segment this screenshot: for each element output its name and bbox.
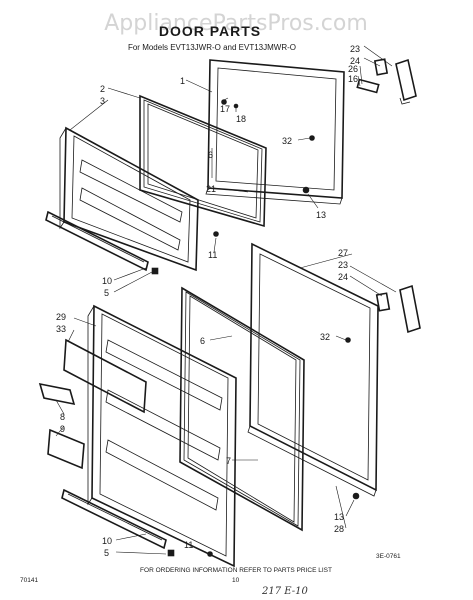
callout-23-bottom: 23 [338,260,348,270]
callout-24-bottom: 24 [338,272,348,282]
callout-16: 16 [348,74,358,84]
callout-1: 1 [180,76,185,86]
callout-7: 7 [226,456,231,466]
page-code-center: 10 [232,577,240,584]
leader-lines [55,45,397,555]
fresh-food-hinge [375,284,421,334]
freezer-door-liner [59,126,199,272]
callout-labels: 1 2 3 17 18 32 6 21 13 11 10 5 23 24 26 … [56,44,360,558]
callout-11-top: 11 [208,250,217,260]
callout-33: 33 [56,324,66,334]
freezer-door-outer-panel [205,59,345,205]
fresh-food-shelf-rail [61,488,167,550]
watermark: AppliancePartsPros.com [104,11,368,36]
screw-11-bottom [207,551,213,557]
bushing-13-bottom [352,492,360,500]
screw-17 [221,99,227,105]
diagram-code: 3E-0761 [376,553,401,560]
diagram-title: DOOR PARTS [159,23,261,39]
callout-29: 29 [56,312,66,322]
clip-5-bottom [167,549,175,557]
clip-5-top [151,267,159,275]
callout-27: 27 [338,248,348,258]
callout-5-top: 5 [104,288,109,298]
callout-10-top: 10 [102,276,112,286]
callout-17: 17 [220,104,230,114]
freezer-handle-cap [356,78,380,94]
dairy-door [63,338,147,414]
freezer-hinge [373,58,417,105]
callout-18: 18 [236,114,246,124]
freezer-door-gasket [139,94,267,228]
handwritten-note: 217 E-10 [261,586,308,597]
callout-28: 28 [334,524,344,534]
callout-10-bottom: 10 [102,536,112,546]
page-code-left: 70141 [20,577,38,584]
callout-2: 2 [100,84,105,94]
fresh-food-door-outer-panel [247,242,379,497]
freezer-shelf-rail [45,210,149,272]
callout-26: 26 [348,64,358,74]
butter-shelf [38,382,76,406]
callout-21: 21 [206,184,216,194]
diagram-subtitle: For Models EVT13JWR-O and EVT13JMWR-O [128,43,296,52]
screw-11-top [213,231,219,237]
callout-6-bottom: 6 [200,336,205,346]
callout-32-bottom: 32 [320,332,330,342]
callout-5-bottom: 5 [104,548,109,558]
callout-24-top: 24 [350,56,360,66]
screw-32-bottom [345,337,351,343]
screw-32-top [309,135,315,141]
footer-note: FOR ORDERING INFORMATION REFER TO PARTS … [140,567,332,574]
fresh-food-door-gasket [179,286,305,532]
callout-3: 3 [100,96,105,106]
door-bin [47,428,85,470]
callout-23-top: 23 [350,44,360,54]
callout-9: 9 [60,424,65,434]
callout-13-top: 13 [316,210,326,220]
callout-8: 8 [60,412,65,422]
callout-6-top: 6 [208,150,213,160]
bushing-13-top [302,186,310,194]
fresh-food-door-liner [87,304,237,568]
callout-11-bottom: 11 [184,540,193,550]
callout-13-bottom: 13 [334,512,344,522]
callout-32-top: 32 [282,136,292,146]
